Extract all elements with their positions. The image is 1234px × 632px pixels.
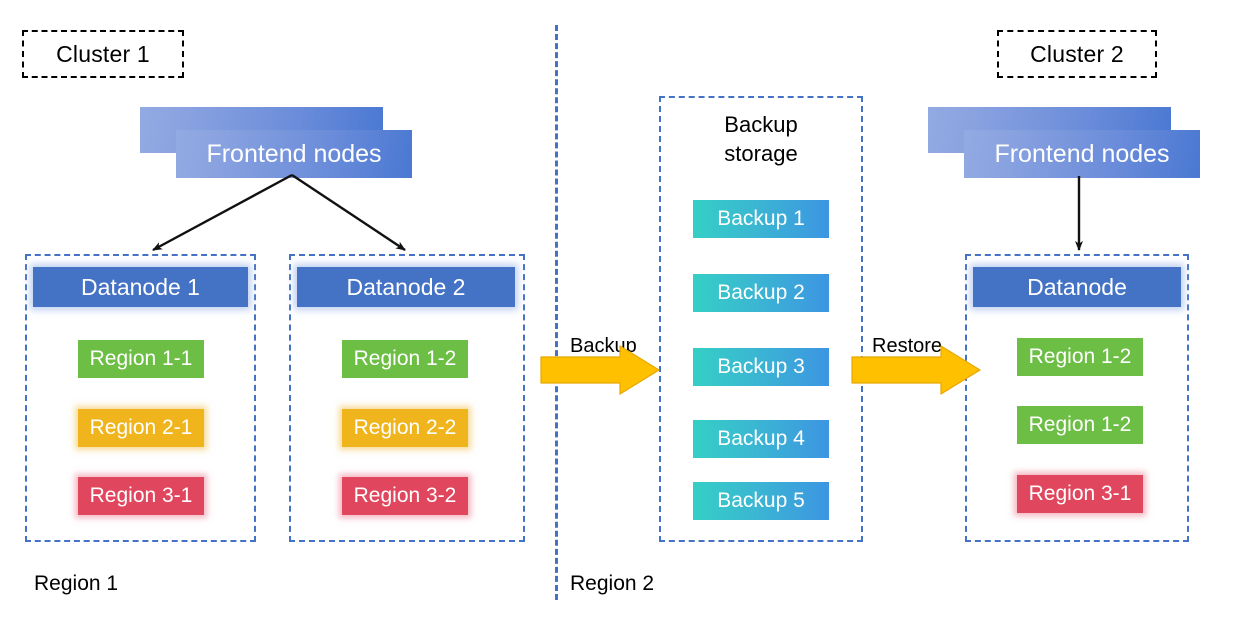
datanode-2-region-0: Region 1-2	[342, 340, 468, 378]
backup-item-0: Backup 1	[693, 200, 829, 238]
datanode-1-region-2: Region 3-1	[78, 477, 204, 515]
cluster-1-title-box: Cluster 1	[22, 30, 184, 78]
region-label: Region 2-2	[353, 416, 457, 439]
region-2-label: Region 2	[570, 572, 654, 596]
region-1-label: Region 1	[34, 572, 118, 596]
datanode-2-region-1: Region 2-2	[342, 409, 468, 447]
backup-item-label: Backup 2	[717, 281, 805, 304]
backup-flow-label: Backup	[570, 335, 637, 358]
datanode-1-region-1: Region 2-1	[78, 409, 204, 447]
cluster-2-frontend-label: Frontend nodes	[994, 139, 1170, 168]
datanode-2-title: Datanode 2	[346, 273, 466, 300]
backup-storage-title: Backup storage	[659, 110, 863, 170]
region-2-label-text: Region 2	[570, 572, 655, 595]
region-1-label-text: Region 1	[34, 572, 119, 595]
backup-flow-label-text: Backup	[570, 335, 637, 357]
backup-item-4: Backup 5	[693, 482, 829, 520]
cluster-1-frontend-nodes: Frontend nodes	[140, 107, 412, 178]
region-label: Region 3-1	[89, 484, 193, 507]
restore-flow-label-text: Restore	[872, 335, 943, 357]
region-label: Region 3-1	[1028, 482, 1132, 505]
cluster-2-datanode-region-0: Region 1-2	[1017, 338, 1143, 376]
cluster-2-frontend-nodes: Frontend nodes	[928, 107, 1200, 178]
region-label: Region 1-2	[353, 347, 457, 370]
cluster-2-datanode-container	[965, 254, 1189, 542]
cluster-2-datanode-header: Datanode	[973, 267, 1181, 307]
datanode-2-region-2: Region 3-2	[342, 477, 468, 515]
backup-storage-title-line-2: storage	[724, 141, 798, 166]
backup-item-label: Backup 1	[717, 207, 805, 230]
cluster-2-datanode-region-1: Region 1-2	[1017, 406, 1143, 444]
datanode-1-header: Datanode 1	[33, 267, 248, 307]
region-divider-line	[555, 25, 558, 600]
restore-flow-label: Restore	[872, 335, 942, 358]
backup-item-1: Backup 2	[693, 274, 829, 312]
datanode-1-container	[25, 254, 256, 542]
region-label: Region 1-2	[1028, 345, 1132, 368]
frontend-nodes-front-card-2: Frontend nodes	[964, 130, 1200, 178]
datanode-1-title: Datanode 1	[81, 273, 200, 300]
cluster-1-title-label: Cluster 1	[56, 40, 150, 67]
region-label: Region 1-1	[89, 347, 193, 370]
region-label: Region 3-2	[353, 484, 457, 507]
backup-item-label: Backup 3	[717, 355, 805, 378]
backup-item-label: Backup 4	[717, 427, 805, 450]
arrow-frontend-to-datanode-1	[152, 173, 293, 252]
frontend-nodes-front-card: Frontend nodes	[176, 130, 412, 178]
backup-storage-title-line-1: Backup	[724, 112, 798, 137]
cluster-2-datanode-title: Datanode	[1027, 273, 1127, 300]
cluster-2-title-box: Cluster 2	[997, 30, 1157, 78]
backup-item-2: Backup 3	[693, 348, 829, 386]
backup-storage-container	[659, 96, 863, 542]
datanode-1-region-0: Region 1-1	[78, 340, 204, 378]
region-label: Region 2-1	[89, 416, 193, 439]
arrow-frontend-to-datanode-2	[291, 174, 406, 251]
region-label: Region 1-2	[1028, 413, 1132, 436]
datanode-2-container	[289, 254, 525, 542]
cluster-2-title-label: Cluster 2	[1030, 40, 1124, 67]
backup-item-3: Backup 4	[693, 420, 829, 458]
datanode-2-header: Datanode 2	[297, 267, 515, 307]
cluster-1-frontend-label: Frontend nodes	[206, 139, 382, 168]
cluster-2-datanode-region-2: Region 3-1	[1017, 475, 1143, 513]
backup-item-label: Backup 5	[717, 489, 805, 512]
